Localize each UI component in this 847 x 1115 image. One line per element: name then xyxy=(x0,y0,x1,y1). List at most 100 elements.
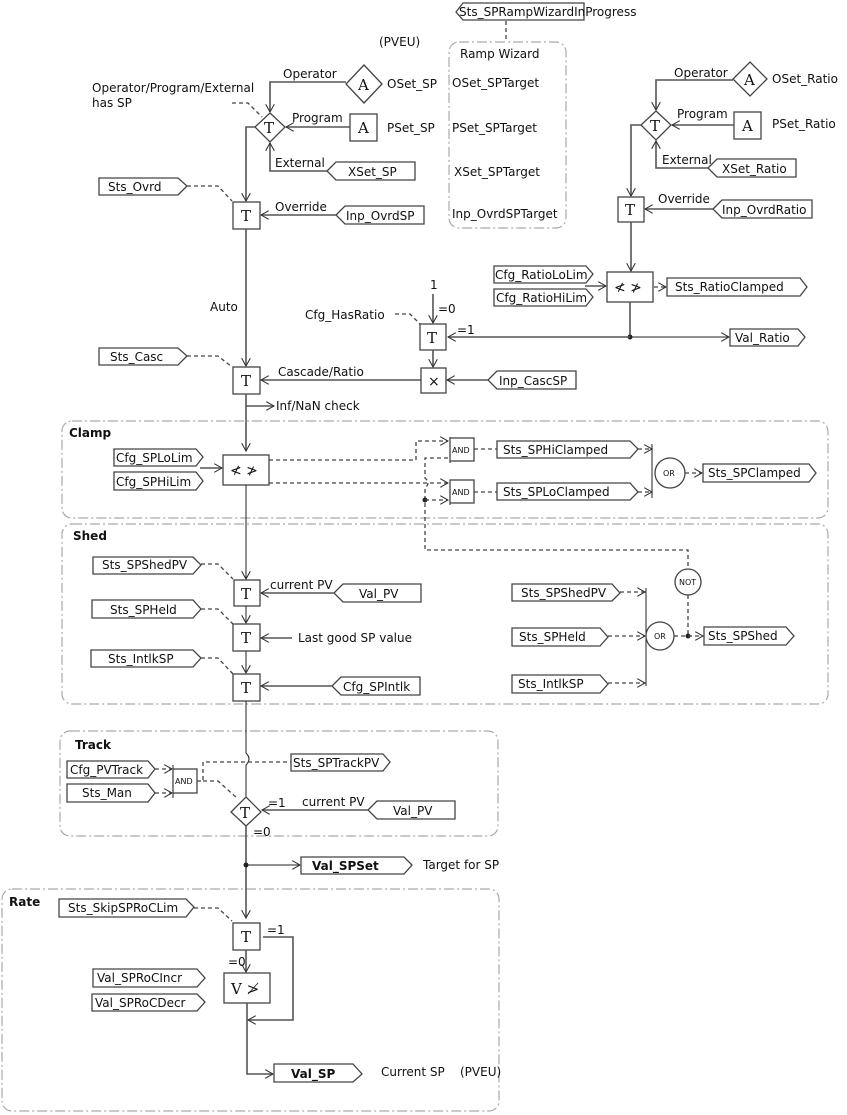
inp-cascsp-tag xyxy=(487,370,577,390)
sts-spheld-tag xyxy=(91,599,202,619)
rate-eq1: =1 xyxy=(267,923,285,937)
sts-spclamped-label: Sts_SPClamped xyxy=(708,466,801,480)
hasratio-select-symbol: T xyxy=(427,329,437,347)
cfg-hasratio-link xyxy=(395,313,421,325)
sts-sphiclamped-label: Sts_SPHiClamped xyxy=(503,443,608,457)
sts-spshedpv-label: Sts_SPShedPV xyxy=(102,558,188,572)
sts-man-tag xyxy=(66,783,156,803)
sts-casc-link xyxy=(187,355,233,368)
sts-ovrd-link xyxy=(187,185,233,202)
shed-feedback-link xyxy=(424,457,689,570)
val-spset-tag xyxy=(300,856,413,875)
skip-select-box xyxy=(232,922,261,951)
ratio-clamp-symbol: ≮ ≯ xyxy=(614,280,642,296)
held-select-symbol: T xyxy=(241,629,251,647)
sts-ratioclamped-tag xyxy=(666,277,808,297)
infnan-label: Inf/NaN check xyxy=(276,399,360,413)
override-select-box xyxy=(232,201,261,230)
sts-spshedpv-link xyxy=(201,563,234,580)
header-units: (PVEU) xyxy=(379,35,420,49)
shed-or-in-shedpv-label: Sts_SPShedPV xyxy=(521,586,607,600)
track-and-label: AND xyxy=(175,777,193,786)
ratio-external-line xyxy=(656,141,708,169)
inp-ovrdsp-label: Inp_OvrdSP xyxy=(346,209,415,223)
skip-link xyxy=(194,907,233,922)
cfg-ratiololim-tag xyxy=(493,265,594,284)
shed-pv-select-t: T xyxy=(241,585,251,603)
val-pv-tag xyxy=(333,583,422,603)
cfg-sphilim-label: Cfg_SPHiLim xyxy=(116,475,191,489)
shed-or-in-held-label: Sts_SPHeld xyxy=(519,630,586,644)
shed-not-label: NOT xyxy=(679,578,696,587)
last-good-label: Last good SP value xyxy=(298,631,412,645)
current-sp-units: (PVEU) xyxy=(460,1065,501,1079)
clamp-or-label: OR xyxy=(663,469,675,478)
rate-eq0: =0 xyxy=(228,955,246,969)
sp-source-to-override-line xyxy=(246,126,255,201)
val-pv-label: Val_PV xyxy=(359,587,399,601)
rate-bypass-line xyxy=(248,936,294,1020)
rate-limit-block xyxy=(223,972,271,1004)
oset-ratio-tag: OSet_Ratio xyxy=(772,72,838,86)
xset-sp-tag xyxy=(326,161,416,181)
shed-or-in-intlk-label: Sts_IntlkSP xyxy=(518,677,584,691)
shed-or-label: OR xyxy=(654,632,666,641)
pset-ratio-access-box xyxy=(733,111,762,140)
skip-select-symbol: T xyxy=(241,928,251,946)
track-section xyxy=(59,730,499,837)
sts-ovrd-tag xyxy=(98,177,188,196)
cfg-ratiohilim-tag xyxy=(493,288,594,307)
sts-sphiclamped-tag xyxy=(496,440,639,459)
val-sp-label: Val_SP xyxy=(291,1067,335,1082)
sts-spshedpv-tag xyxy=(92,556,202,575)
ratio-multiply-symbol: × xyxy=(428,374,440,390)
ramp-wizard-box xyxy=(448,41,567,229)
rate-limit-symbol: V ≯ xyxy=(230,980,259,998)
ratio-program-label: Program xyxy=(677,107,728,121)
ramp-wizard-status-label: Sts_SPRampWizardInProgress xyxy=(459,5,636,19)
ratio-source-to-override-line xyxy=(631,124,641,196)
rate-out-line xyxy=(246,1003,273,1074)
cascade-select-symbol: T xyxy=(241,372,251,390)
current-sp-note: Current SP xyxy=(381,1065,445,1079)
track-eq0: =0 xyxy=(253,825,271,839)
spset-note: Target for SP xyxy=(422,858,499,872)
inp-cascsp-label: Inp_CascSP xyxy=(499,374,567,388)
ratio-clamp-block xyxy=(606,271,654,303)
xset-ratio-label: XSet_Ratio xyxy=(722,162,787,176)
track-current-pv-label: current PV xyxy=(302,795,365,809)
cfg-ratiohilim-label: Cfg_RatioHiLim xyxy=(496,291,587,305)
sts-sptrackpv-label: Sts_SPTrackPV xyxy=(293,756,380,770)
ratio-multiply-block xyxy=(420,367,447,394)
sts-man-label: Sts_Man xyxy=(82,786,132,800)
ratio-external-label: External xyxy=(662,153,712,167)
pset-sp-access-symbol: A xyxy=(357,119,369,137)
ramp-wizard-title: Ramp Wizard xyxy=(460,47,539,61)
val-spset-label: Val_SPSet xyxy=(312,859,379,874)
cfg-spintlk-label: Cfg_SPIntlk xyxy=(343,680,410,694)
val-sprocincr-tag xyxy=(92,968,206,988)
hasratio-eq0: =0 xyxy=(438,302,456,316)
pset-ratio-tag: PSet_Ratio xyxy=(772,117,836,131)
hasratio-one: 1 xyxy=(430,278,438,292)
sp-source-select-diamond xyxy=(254,112,286,143)
shed-current-pv-label: current PV xyxy=(270,578,333,592)
sts-ratioclamped-label: Sts_RatioClamped xyxy=(675,280,784,294)
sts-casc-tag xyxy=(98,347,188,366)
sts-sploclamped-tag xyxy=(496,482,639,501)
track-eq1: =1 xyxy=(268,796,286,810)
sp-clamp-symbol: ≮ ≯ xyxy=(230,463,258,479)
cfg-sphilim-tag xyxy=(113,471,204,491)
cfg-hasratio-label: Cfg_HasRatio xyxy=(305,308,385,322)
oset-ratio-access-symbol: A xyxy=(743,71,755,89)
intlk-select-box xyxy=(232,673,261,702)
auto-label: Auto xyxy=(210,300,238,314)
inp-ovrdsp-tag xyxy=(335,205,425,225)
sts-spclamped-tag xyxy=(702,463,817,483)
cfg-spintlk-tag xyxy=(331,676,421,696)
and-lo-label: AND xyxy=(452,488,470,497)
sts-intlksp-tag xyxy=(90,649,202,668)
ratio-override-label: Override xyxy=(658,192,710,206)
shed-pv-select-box xyxy=(233,579,261,607)
